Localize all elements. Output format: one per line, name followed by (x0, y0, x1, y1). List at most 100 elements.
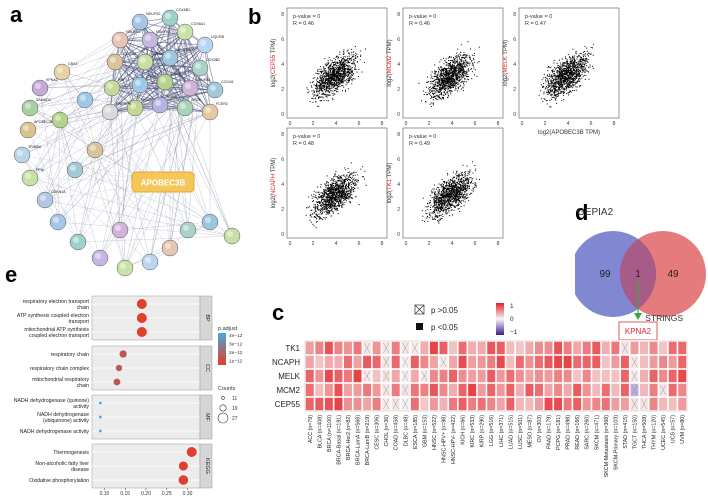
network-edge (77, 21, 141, 243)
network-edge (29, 119, 61, 179)
y-tick: 8 (397, 132, 400, 138)
x-tick: 0 (405, 241, 408, 247)
heatmap-cell (659, 369, 668, 383)
term-label: Thermogenesis (53, 450, 89, 456)
network-node (51, 111, 69, 129)
term-label: activity (73, 404, 89, 410)
heatmap-cell (477, 383, 486, 397)
heatmap-cell (449, 397, 457, 411)
heatmap-cell (659, 397, 668, 411)
network-edge (164, 81, 211, 223)
panel-e-letter: e (5, 262, 18, 287)
heatmap-cell (611, 397, 620, 411)
network-node-label: MOV10 (141, 98, 153, 102)
network-node-label: NDUFS3 (126, 30, 140, 34)
column-label: UVM (n=80) (680, 415, 686, 444)
network-edge (39, 87, 163, 183)
ns-cross (660, 384, 667, 396)
r-text: R = 0.48 (293, 141, 314, 147)
heatmap-cell (324, 341, 333, 355)
padj-tick: 1e−12 (229, 359, 243, 365)
x-tick: 2 (312, 241, 315, 247)
heatmap-cell (649, 383, 658, 397)
network-node-label: LTBR (146, 75, 155, 79)
network-node-label: COX6A1 (191, 22, 205, 26)
network-edge (21, 57, 171, 156)
network-edge (134, 107, 189, 231)
ns-cross (402, 398, 409, 410)
column-label: SKCM (n=471) (594, 415, 600, 450)
heatmap-cell (315, 397, 324, 411)
network-edge (44, 99, 86, 201)
column-label: BLCA (n=408) (317, 415, 323, 449)
heatmap-cell (592, 341, 601, 355)
network-node: CBX3 (53, 62, 77, 81)
x-tick: 0 (521, 121, 524, 127)
ns-cross (641, 398, 647, 410)
column-label: TGCT (n=150) (632, 415, 638, 449)
term-label: coupled electron transport (29, 333, 90, 339)
network-edge (119, 221, 211, 231)
heatmap-cell (410, 397, 419, 411)
network-edge (94, 149, 126, 269)
network-node-label: PPIA (36, 168, 45, 172)
padj-colorbar (218, 333, 226, 365)
network-node: PPIA (21, 168, 45, 187)
ns-cross (631, 384, 638, 396)
facet-label: MF (204, 413, 210, 422)
heatmap-cell (535, 355, 543, 369)
heatmap-cell (410, 369, 419, 383)
heatmap-cell (305, 397, 314, 411)
network-node: TRIM5A (13, 145, 42, 164)
column-label: PAAD (n=179) (547, 415, 553, 449)
y-axis-label: log2(CEP55 TPM) (271, 39, 277, 88)
heatmap-cell (678, 383, 687, 397)
overlap-count: 1 (635, 269, 641, 280)
heatmap-cell (496, 397, 505, 411)
network-node: LTBR (131, 75, 155, 94)
heatmap-cell (649, 397, 658, 411)
network-node-label: APOE (191, 98, 202, 102)
heatmap-cell (582, 341, 591, 355)
heatmap-cell (544, 397, 553, 411)
network-edge (111, 44, 206, 89)
network-edge (27, 129, 79, 243)
network-edge (109, 107, 186, 113)
heatmap-cell (573, 397, 582, 411)
network-node: SAMHD1 (21, 98, 51, 117)
heatmap-cell (506, 341, 515, 355)
network-edge (27, 39, 121, 131)
fill-label: p <0.05 (431, 323, 458, 332)
network-node-label: RNF7 (118, 78, 127, 82)
ns-cross (402, 342, 409, 354)
network-edge (114, 61, 201, 69)
column-label: LGG (n=516) (489, 415, 495, 446)
heatmap-cell (487, 383, 496, 397)
network-edge (111, 87, 151, 263)
heatmap-cell (429, 397, 438, 411)
heatmap-cell (582, 355, 591, 369)
heatmap-cell (344, 397, 352, 411)
heatmap-cell (391, 355, 400, 369)
row-label: MELK (278, 372, 300, 381)
y-tick: 4 (281, 182, 284, 188)
heatmap-frame (304, 340, 688, 412)
heatmap-cell (449, 383, 457, 397)
network-node-label: TRIM5A (28, 145, 42, 149)
column-label: OV (n=303) (537, 415, 543, 443)
heatmap-cell (649, 341, 658, 355)
y-tick: 4 (513, 62, 516, 68)
row-label: MCM2 (276, 386, 300, 395)
x-tick: 0 (289, 121, 292, 127)
heatmap-cell (535, 383, 543, 397)
x-tick: 0.20 (141, 491, 151, 497)
term-dot (178, 475, 189, 485)
column-label: BRCA (n=1100) (327, 415, 333, 452)
heatmap-cell (678, 397, 687, 411)
network-node (91, 249, 109, 267)
network-node-label: FCER2 (216, 102, 228, 106)
heatmap-cell (573, 355, 582, 369)
column-label: KIRC (n=533) (470, 415, 476, 448)
heatmap-cell (477, 397, 486, 411)
